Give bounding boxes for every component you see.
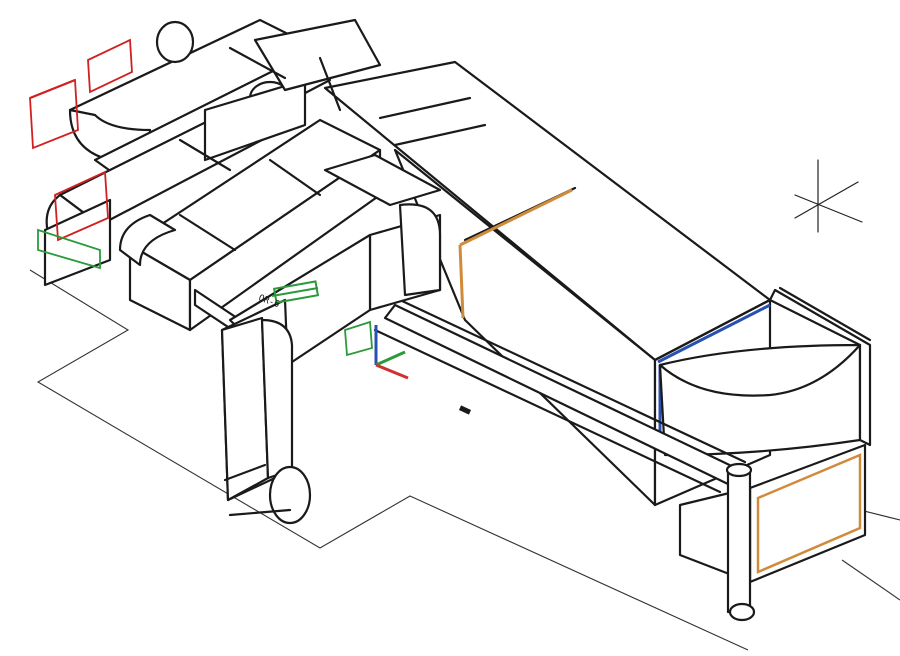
flange-orange-vertical [458, 244, 465, 319]
flange-green-small [344, 320, 373, 357]
filter-box[interactable] [678, 443, 867, 584]
flange-green-center [271, 280, 320, 304]
flange-red-upper [29, 78, 79, 150]
filter-panel [756, 453, 862, 574]
vertical-pipe-right[interactable] [725, 462, 756, 622]
flange-green-left [37, 228, 101, 270]
flange-red-top [87, 38, 133, 94]
flange-red-mid [54, 170, 109, 242]
flange-orange [459, 188, 573, 247]
upper-left-duct-network[interactable] [43, 18, 382, 287]
loop-duct[interactable] [118, 118, 442, 372]
flange-blue [657, 303, 771, 364]
view-cube-compass-icon[interactable] [794, 159, 863, 233]
ucs-axis-icon [374, 325, 409, 380]
vertical-riser[interactable] [220, 298, 312, 525]
discharge-plenum[interactable] [658, 286, 872, 457]
